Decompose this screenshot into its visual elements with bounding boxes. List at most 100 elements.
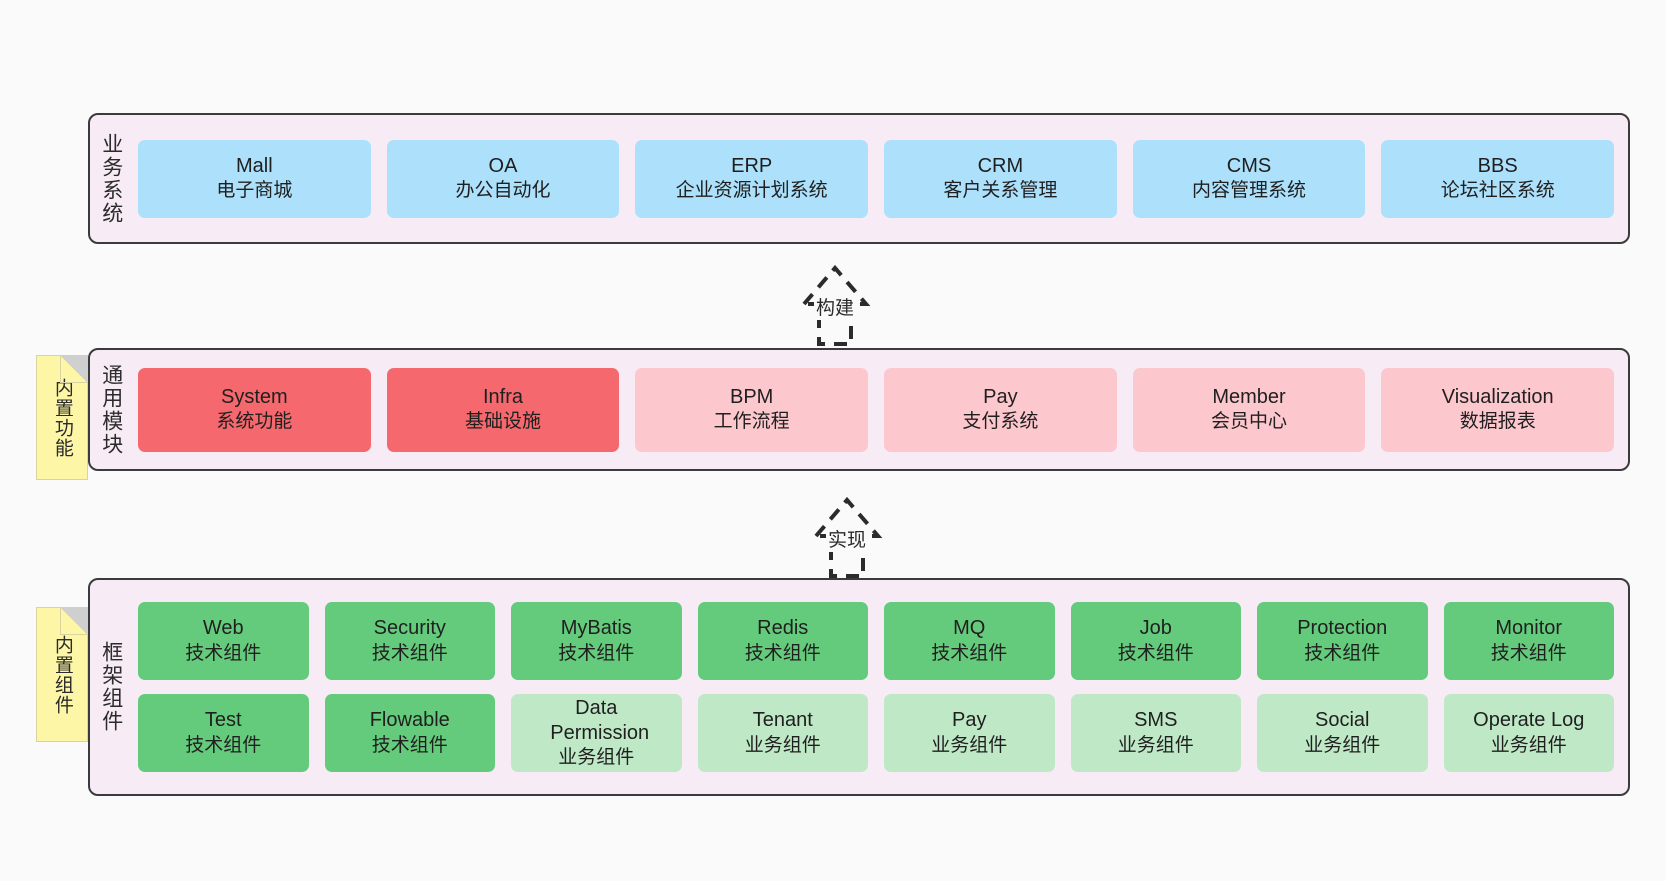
module-box-pay[interactable]: Pay 支付系统 xyxy=(884,367,1117,452)
module-box-pay-component[interactable]: Pay 业务组件 xyxy=(884,694,1055,772)
module-box-sms[interactable]: SMS 业务组件 xyxy=(1070,694,1241,772)
module-title-cn: 技术组件 xyxy=(185,642,262,664)
layer-title-business-systems: 业务系统 xyxy=(99,132,123,225)
implement-arrow-label: 实现 xyxy=(825,525,869,552)
module-title-cn: 技术组件 xyxy=(931,642,1008,664)
module-title-cn: 业务组件 xyxy=(744,734,821,756)
module-title-en: OA xyxy=(488,154,518,177)
module-title-en: CMS xyxy=(1226,154,1272,177)
module-box-bpm[interactable]: BPM 工作流程 xyxy=(635,367,869,452)
business-systems-layer: 业务系统 Mall 电子商城 OA 办公自动化 ERP 企业资源计划系统 CRM… xyxy=(88,113,1630,244)
module-title-cn: 企业资源计划系统 xyxy=(675,180,828,202)
module-title-en: Protection xyxy=(1297,617,1388,640)
module-title-cn: 技术组件 xyxy=(1490,642,1567,664)
framework-components-layer: 框架组件 Web 技术组件 Security 技术组件 MyBatis 技术组件… xyxy=(88,578,1630,796)
module-box-crm[interactable]: CRM 客户关系管理 xyxy=(884,139,1117,218)
module-title-cn: 业务组件 xyxy=(1490,734,1567,756)
module-title-cn: 会员中心 xyxy=(1211,411,1288,433)
module-title-cn: 业务组件 xyxy=(1117,734,1194,756)
implement-arrow-outline xyxy=(811,496,883,578)
box-row: System 系统功能 Infra 基础设施 BPM 工作流程 Pay 支付系统… xyxy=(138,367,1615,452)
module-box-protection[interactable]: Protection 技术组件 xyxy=(1257,602,1428,680)
module-box-tenant[interactable]: Tenant 业务组件 xyxy=(697,694,868,772)
module-title-en: Web xyxy=(202,617,244,640)
module-box-monitor[interactable]: Monitor 技术组件 xyxy=(1443,602,1614,680)
builtin-features-note: 内置功能 xyxy=(36,355,88,480)
module-title-en: CRM xyxy=(977,154,1024,177)
module-title-en: Member xyxy=(1212,385,1286,408)
build-arrow-label: 构建 xyxy=(813,293,857,320)
module-title-en: Visualization xyxy=(1441,385,1554,408)
module-title-cn: 系统功能 xyxy=(216,411,293,433)
module-box-mybatis[interactable]: MyBatis 技术组件 xyxy=(511,602,682,680)
module-title-en: Data Permission xyxy=(550,696,650,745)
module-box-data-permission[interactable]: Data Permission 业务组件 xyxy=(511,694,682,772)
module-title-cn: 业务组件 xyxy=(558,747,635,769)
layer-body-framework-components: Web 技术组件 Security 技术组件 MyBatis 技术组件 Redi… xyxy=(132,580,1628,794)
module-box-system[interactable]: System 系统功能 xyxy=(138,367,371,452)
module-box-security[interactable]: Security 技术组件 xyxy=(324,602,495,680)
module-title-cn: 技术组件 xyxy=(558,642,635,664)
module-box-visualization[interactable]: Visualization 数据报表 xyxy=(1381,367,1615,452)
layer-title-framework-components: 框架组件 xyxy=(99,641,123,733)
module-title-cn: 工作流程 xyxy=(713,411,790,433)
module-title-en: MQ xyxy=(953,617,986,640)
module-title-cn: 内容管理系统 xyxy=(1192,180,1307,202)
module-title-cn: 客户关系管理 xyxy=(943,180,1058,202)
module-box-redis[interactable]: Redis 技术组件 xyxy=(697,602,868,680)
builtin-features-note-label: 内置功能 xyxy=(51,377,73,458)
module-title-cn: 办公自动化 xyxy=(455,180,551,202)
module-box-test[interactable]: Test 技术组件 xyxy=(138,694,309,772)
module-title-en: Test xyxy=(204,709,242,732)
module-box-member[interactable]: Member 会员中心 xyxy=(1132,367,1366,452)
module-title-en: MyBatis xyxy=(560,617,632,640)
box-row: Mall 电子商城 OA 办公自动化 ERP 企业资源计划系统 CRM 客户关系… xyxy=(138,139,1615,218)
module-title-en: System xyxy=(220,385,288,408)
box-row-business: Test 技术组件 Flowable 技术组件 Data Permission … xyxy=(138,694,1614,772)
module-title-cn: 基础设施 xyxy=(465,411,542,433)
module-box-job[interactable]: Job 技术组件 xyxy=(1070,602,1241,680)
module-title-en: Social xyxy=(1315,709,1370,732)
builtin-components-note: 内置组件 xyxy=(36,607,88,742)
module-title-en: Pay xyxy=(952,709,987,732)
module-box-flowable[interactable]: Flowable 技术组件 xyxy=(324,694,495,772)
module-title-cn: 支付系统 xyxy=(962,411,1039,433)
module-box-mall[interactable]: Mall 电子商城 xyxy=(138,139,371,218)
module-box-bbs[interactable]: BBS 论坛社区系统 xyxy=(1381,139,1615,218)
module-title-en: BPM xyxy=(730,385,774,408)
module-title-en: BBS xyxy=(1477,154,1518,177)
module-title-cn: 技术组件 xyxy=(1117,642,1194,664)
build-arrow: 构建 xyxy=(760,256,910,346)
module-title-en: Monitor xyxy=(1495,617,1563,640)
module-box-web[interactable]: Web 技术组件 xyxy=(138,602,309,680)
box-row-technical: Web 技术组件 Security 技术组件 MyBatis 技术组件 Redi… xyxy=(138,602,1614,680)
note-fold-corner-icon xyxy=(60,356,87,383)
module-title-cn: 业务组件 xyxy=(1304,734,1381,756)
module-title-cn: 技术组件 xyxy=(371,642,448,664)
module-title-en: ERP xyxy=(731,154,773,177)
module-title-en: Infra xyxy=(482,385,524,408)
module-title-cn: 技术组件 xyxy=(371,734,448,756)
module-box-operate-log[interactable]: Operate Log 业务组件 xyxy=(1443,694,1614,772)
layer-body-business-systems: Mall 电子商城 OA 办公自动化 ERP 企业资源计划系统 CRM 客户关系… xyxy=(132,115,1628,242)
module-title-en: Flowable xyxy=(369,709,450,732)
module-title-cn: 论坛社区系统 xyxy=(1440,180,1555,202)
module-title-en: Tenant xyxy=(752,709,813,732)
module-box-oa[interactable]: OA 办公自动化 xyxy=(386,139,620,218)
note-fold-corner-icon xyxy=(60,608,87,635)
module-box-cms[interactable]: CMS 内容管理系统 xyxy=(1132,139,1366,218)
module-title-en: Security xyxy=(373,617,446,640)
module-title-cn: 技术组件 xyxy=(1304,642,1381,664)
module-box-infra[interactable]: Infra 基础设施 xyxy=(386,367,620,452)
module-box-mq[interactable]: MQ 技术组件 xyxy=(884,602,1055,680)
builtin-components-note-label: 内置组件 xyxy=(51,634,73,715)
layer-title-common-modules: 通用模块 xyxy=(99,363,123,456)
module-title-en: Mall xyxy=(236,154,273,177)
module-title-cn: 业务组件 xyxy=(931,734,1008,756)
module-title-cn: 电子商城 xyxy=(216,180,293,202)
module-box-social[interactable]: Social 业务组件 xyxy=(1257,694,1428,772)
module-box-erp[interactable]: ERP 企业资源计划系统 xyxy=(635,139,869,218)
module-title-en: Redis xyxy=(757,617,809,640)
module-title-cn: 技术组件 xyxy=(185,734,262,756)
